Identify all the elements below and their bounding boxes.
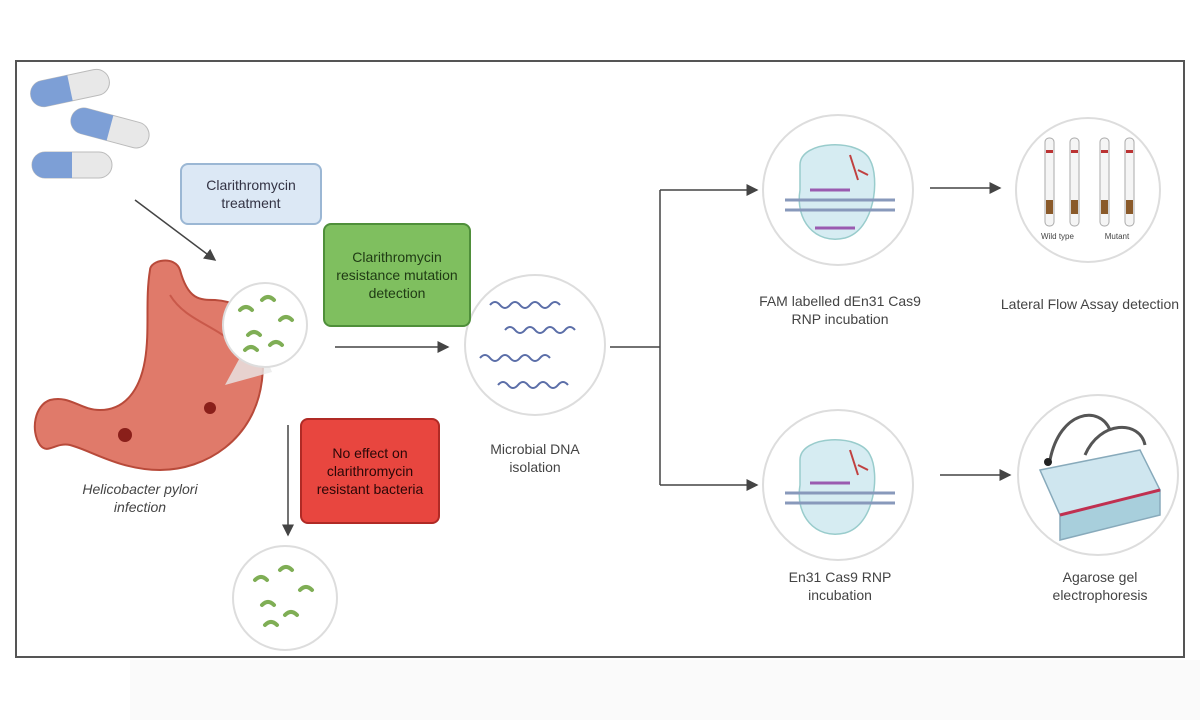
bacteria-icon: [232, 545, 338, 651]
dna-isolation-label: Microbial DNA isolation: [490, 441, 580, 475]
detection-box: Clarithromycin resistance mutation detec…: [323, 223, 471, 327]
strip-wildtype-label: Wild type: [1041, 232, 1074, 241]
no-effect-box: No effect on clarithromycin resistant ba…: [300, 418, 440, 524]
pill-icon: [31, 151, 113, 179]
pill-icon: [30, 68, 110, 108]
treatment-box: Clarithromycin treatment: [180, 163, 322, 225]
fam-incubation-label: FAM labelled dEn31 Cas9 RNP incubation: [759, 293, 921, 327]
dna-icon: [464, 274, 606, 416]
strip-mutant-label: Mutant: [1104, 232, 1130, 241]
stomach-icon: [33, 259, 272, 472]
lfa-detection-label: Lateral Flow Assay detection: [1000, 296, 1180, 312]
gel-electrophoresis-icon: [1017, 394, 1179, 556]
cas9-rnp-icon: [762, 114, 914, 266]
infection-label: Helicobacter pylori infection: [82, 481, 198, 515]
bacteria-icon: [222, 282, 308, 368]
gel-label: Agarose gel electrophoresis: [1052, 569, 1148, 603]
cas9-rnp-icon: [762, 409, 914, 561]
pill-icon: [70, 107, 150, 149]
arrow-treatment: [134, 199, 217, 261]
lateral-flow-strip-icon: [1015, 117, 1161, 263]
background-strip: [130, 660, 1200, 720]
en31-incubation-label: En31 Cas9 RNP incubation: [788, 569, 892, 603]
branch-connector: [610, 184, 759, 491]
